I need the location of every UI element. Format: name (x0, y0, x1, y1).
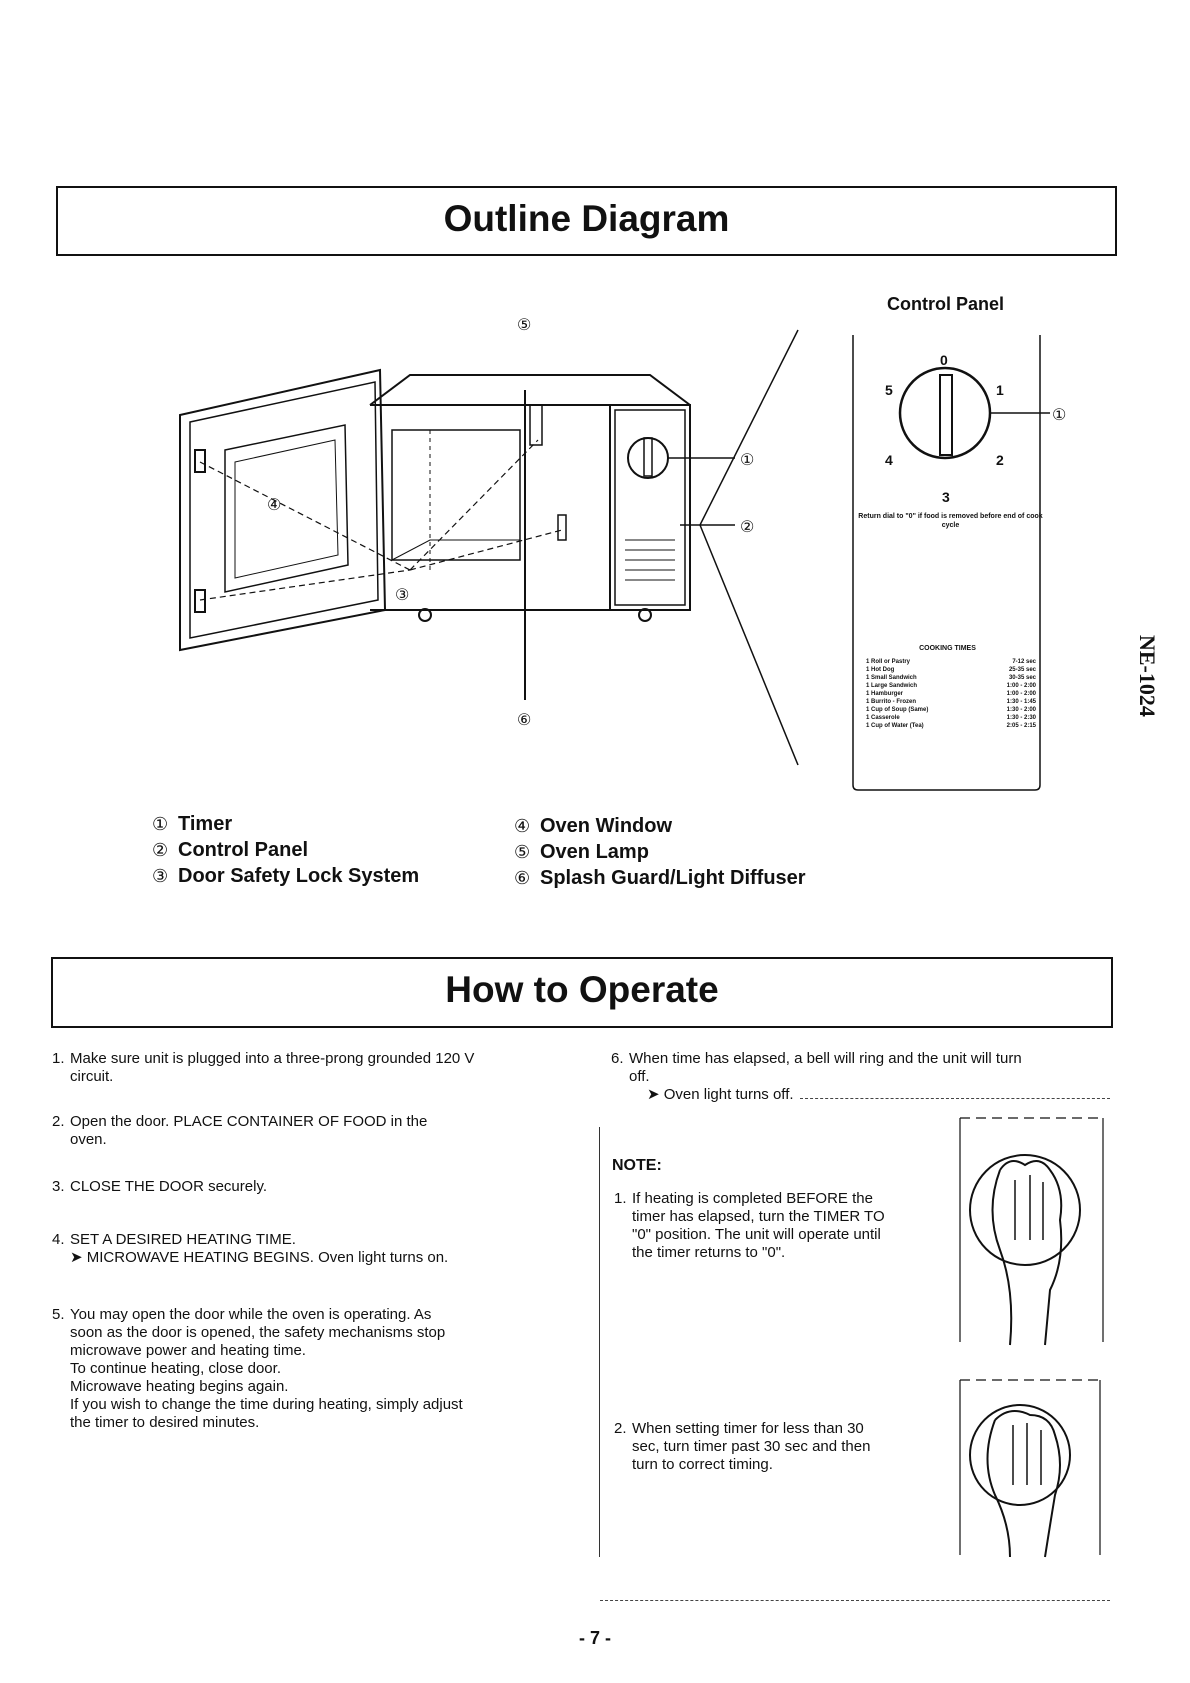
note-title: NOTE: (612, 1157, 662, 1174)
control-panel-enlarged: 0 1 2 3 4 5 (852, 335, 1050, 791)
step-1: 1. Make sure unit is plugged into a thre… (52, 1050, 475, 1085)
dial-note: Return dial to "0" if food is removed be… (858, 513, 1043, 529)
callout-1: ① (740, 452, 754, 469)
note-rule (599, 1127, 600, 1557)
svg-text:1: 1 (996, 382, 1004, 398)
callout-2: ② (740, 519, 754, 536)
how-to-operate-header: How to Operate (51, 957, 1113, 1028)
page-number: - 7 - (578, 1628, 611, 1648)
step-5: 5. You may open the door while the oven … (52, 1306, 463, 1431)
svg-text:5: 5 (885, 382, 893, 398)
model-label: NE-1024 (1135, 635, 1160, 717)
step-6: 6. When time has elapsed, a bell will ri… (611, 1050, 1022, 1103)
hand-dial-illustration-1 (959, 1117, 1104, 1346)
step-3: 3. CLOSE THE DOOR securely. (52, 1178, 267, 1195)
outline-diagram-title: Outline Diagram (443, 198, 730, 239)
svg-text:3: 3 (942, 489, 950, 505)
outline-diagram-header: Outline Diagram (56, 186, 1117, 256)
control-panel-label: Control Panel (887, 294, 1005, 314)
svg-text:2: 2 (996, 452, 1004, 468)
bottom-divider (600, 1600, 1110, 1601)
svg-text:0: 0 (940, 352, 948, 368)
divider (800, 1098, 1110, 1099)
step-4: 4. SET A DESIRED HEATING TIME. ➤ MICROWA… (52, 1231, 449, 1266)
cooking-times-title: COOKING TIMES (919, 645, 976, 652)
control-panel-callout-1: ① (1052, 407, 1067, 424)
callout-4: ④ (267, 497, 281, 514)
step-2: 2. Open the door. PLACE CONTAINER OF FOO… (52, 1113, 428, 1148)
svg-text:4: 4 (885, 452, 893, 468)
how-to-operate-title: How to Operate (445, 969, 719, 1010)
callout-5: ⑤ (517, 317, 531, 334)
cooking-row: 1 Cup of Soup (Same)1:30 - 2:00 (866, 707, 1036, 713)
callout-6: ⑥ (517, 712, 531, 729)
cooking-row: 1 Cup of Water (Tea)2:05 - 2:15 (866, 723, 1036, 729)
callout-3: ③ (395, 587, 409, 604)
hand-dial-illustration-2 (959, 1379, 1101, 1558)
microwave-illustration: ⑤ ① ② ③ ④ ⑥ (179, 317, 799, 766)
